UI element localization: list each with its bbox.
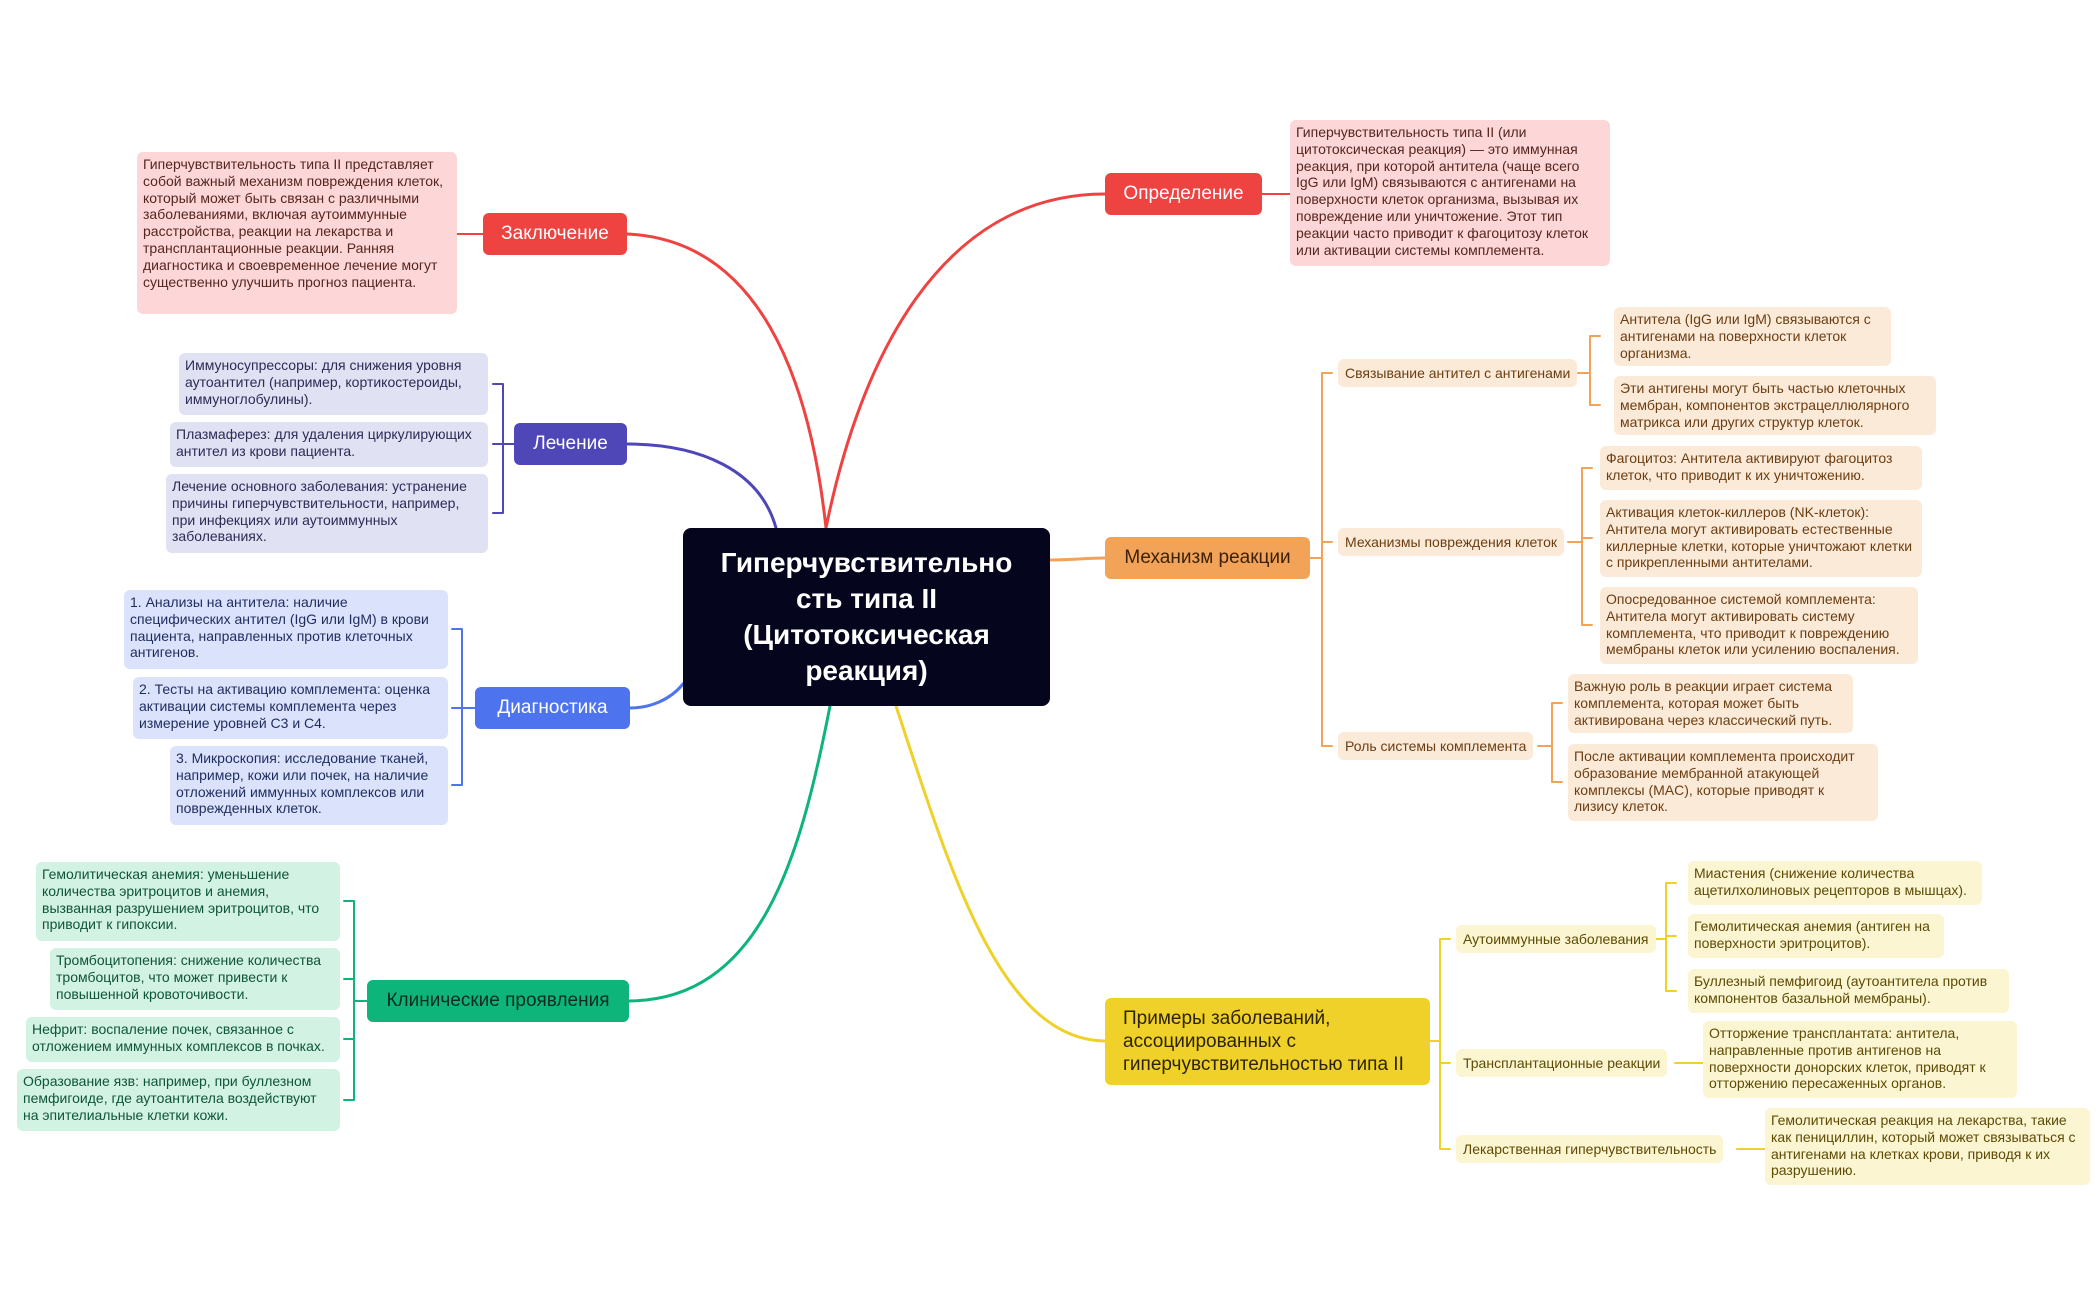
- transplantacionnye-item-1[interactable]: Отторжение трансплантата: антитела, напр…: [1703, 1021, 2017, 1098]
- branch-zaklyuchenie[interactable]: Заключение: [483, 213, 627, 255]
- mehanizm-sub-svyazyvanie[interactable]: Связывание антител с антигенами: [1338, 359, 1578, 387]
- autoimmunnye-item-3[interactable]: Буллезный пемфигоид (аутоантитела против…: [1688, 969, 2009, 1013]
- diagnostika-item-2[interactable]: 2. Тесты на активацию комплемента: оценк…: [133, 677, 448, 739]
- svyazyvanie-item-1[interactable]: Антитела (IgG или IgM) связываются с ант…: [1614, 307, 1891, 366]
- povrezhdenie-item-1[interactable]: Фагоцитоз: Антитела активируют фагоцитоз…: [1600, 446, 1922, 490]
- bracket-mehanizm: [1321, 372, 1333, 747]
- connector-mehanizm: [1048, 556, 1107, 562]
- bracket-povrezhdenie: [1581, 467, 1593, 626]
- branch-mehanizm[interactable]: Механизм реакции: [1105, 537, 1310, 579]
- opredelenie-note[interactable]: Гиперчувствительность типа II (или цитот…: [1290, 120, 1610, 266]
- klinicheskie-item-2[interactable]: Тромбоцитопения: снижение количества тро…: [50, 948, 340, 1010]
- branch-opredelenie[interactable]: Определение: [1105, 173, 1262, 215]
- connector-lechenie: [625, 442, 778, 530]
- povrezhdenie-item-2[interactable]: Активация клеток-киллеров (NK-клеток): А…: [1600, 500, 1922, 577]
- branch-klinicheskie[interactable]: Клинические проявления: [367, 980, 629, 1022]
- autoimmunnye-item-1[interactable]: Миастения (снижение количества ацетилхол…: [1688, 861, 1982, 905]
- diagnostika-item-1[interactable]: 1. Анализы на антитела: наличие специфич…: [124, 590, 448, 669]
- lekarstvennaya-item-1[interactable]: Гемолитическая реакция на лекарства, так…: [1765, 1108, 2090, 1185]
- mehanizm-sub-komplement[interactable]: Роль системы комплемента: [1338, 732, 1534, 760]
- connector-zaklyuchenie: [625, 232, 828, 530]
- primery-sub-autoimmunnye[interactable]: Аутоиммунные заболевания: [1456, 925, 1656, 953]
- branch-primery[interactable]: Примеры заболеваний, ассоциированных с г…: [1105, 998, 1430, 1085]
- zaklyuchenie-note[interactable]: Гиперчувствительность типа II представля…: [137, 152, 457, 314]
- svyazyvanie-item-2[interactable]: Эти антигены могут быть частью клеточных…: [1614, 376, 1936, 435]
- klinicheskie-item-4[interactable]: Образование язв: например, при буллезном…: [17, 1069, 340, 1131]
- bracket-lechenie: [492, 383, 504, 514]
- bracket-diagnostika: [451, 628, 463, 786]
- connector-opredelenie: [824, 192, 1107, 530]
- central-topic[interactable]: Гиперчувствительно сть типа II (Цитотокс…: [683, 528, 1050, 706]
- klinicheskie-item-3[interactable]: Нефрит: воспаление почек, связанное с от…: [26, 1017, 340, 1062]
- bracket-primery: [1439, 938, 1451, 1150]
- komplement-item-1[interactable]: Важную роль в реакции играет система ком…: [1568, 674, 1853, 733]
- lechenie-item-3[interactable]: Лечение основного заболевания: устранени…: [166, 474, 488, 553]
- branch-diagnostika[interactable]: Диагностика: [475, 687, 630, 729]
- bracket-komplement: [1551, 702, 1563, 783]
- mehanizm-sub-povrezhdenie[interactable]: Механизмы повреждения клеток: [1338, 528, 1564, 556]
- primery-sub-transplantacionnye[interactable]: Трансплантационные реакции: [1456, 1049, 1668, 1077]
- connector-klinicheskie: [627, 704, 832, 1003]
- branch-lechenie[interactable]: Лечение: [514, 423, 627, 465]
- lechenie-item-2[interactable]: Плазмаферез: для удаления циркулирующих …: [170, 422, 488, 467]
- povrezhdenie-item-3[interactable]: Опосредованное системой комплемента: Ант…: [1600, 587, 1918, 664]
- bracket-klinicheskie: [343, 900, 355, 1101]
- klinicheskie-item-1[interactable]: Гемолитическая анемия: уменьшение количе…: [36, 862, 340, 941]
- lechenie-item-1[interactable]: Иммуносупрессоры: для снижения уровня ау…: [179, 353, 488, 415]
- diagnostika-item-3[interactable]: 3. Микроскопия: исследование тканей, нап…: [170, 746, 448, 825]
- autoimmunnye-item-2[interactable]: Гемолитическая анемия (антиген на поверх…: [1688, 914, 1944, 958]
- bracket-autoimmunnye: [1665, 882, 1677, 992]
- connector-diagnostika: [628, 682, 685, 710]
- connector-primery: [894, 704, 1107, 1043]
- komplement-item-2[interactable]: После активации комплемента происходит о…: [1568, 744, 1878, 821]
- primery-sub-lekarstvennaya[interactable]: Лекарственная гиперчувствительность: [1456, 1135, 1724, 1163]
- bracket-svyazyvanie: [1589, 335, 1601, 406]
